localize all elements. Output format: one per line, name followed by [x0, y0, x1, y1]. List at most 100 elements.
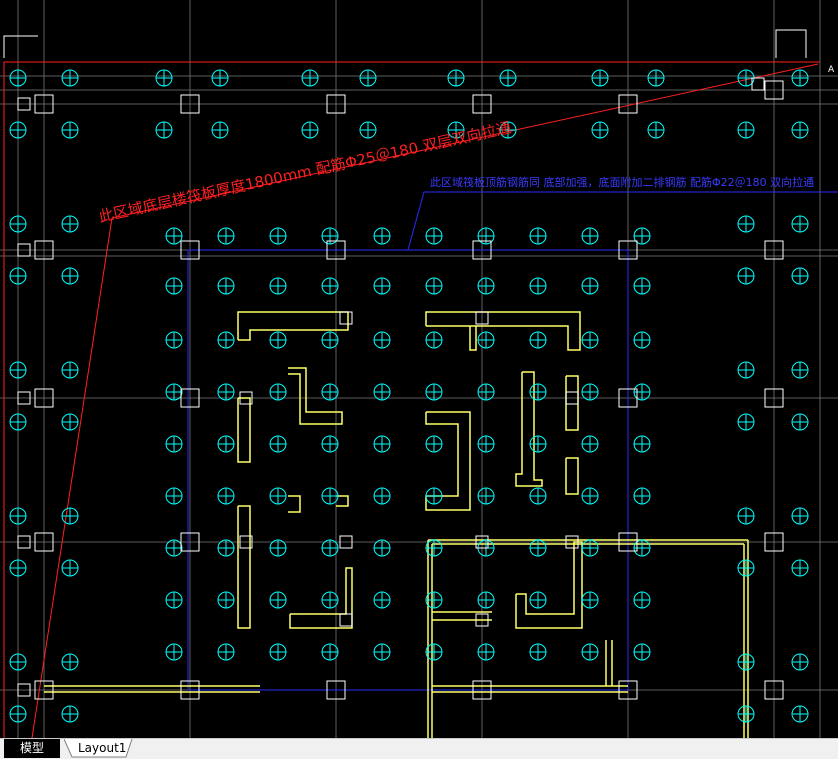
- column-square: [180, 532, 200, 552]
- pile-symbol: [477, 591, 495, 609]
- pile-symbol: [529, 383, 547, 401]
- cad-drawing[interactable]: 此区域底层楼筏板厚度1800mm 配筋Φ25＠180 双层双向拉通 此区域筏板顶…: [0, 0, 838, 738]
- pile-symbol: [633, 227, 651, 245]
- red-leader-line: [111, 63, 819, 219]
- column-square: [34, 532, 54, 552]
- pile-symbol: [581, 591, 599, 609]
- pile-symbol: [591, 121, 609, 139]
- pile-symbol: [269, 487, 287, 505]
- wall-outline: [515, 371, 543, 487]
- pile-symbol: [155, 69, 173, 87]
- column-square: [326, 240, 346, 260]
- pile-symbol: [217, 539, 235, 557]
- pile-symbol: [633, 435, 651, 453]
- pile-symbol: [269, 643, 287, 661]
- column-square: [239, 535, 253, 549]
- pile-symbol: [373, 227, 391, 245]
- pile-symbol: [499, 69, 517, 87]
- pile-symbol: [321, 487, 339, 505]
- column-square: [339, 535, 353, 549]
- pile-symbol: [581, 643, 599, 661]
- column-square: [17, 97, 31, 111]
- pile-symbol: [165, 591, 183, 609]
- pile-symbol: [425, 539, 443, 557]
- pile-symbol: [737, 121, 755, 139]
- pile-symbol: [321, 643, 339, 661]
- pile-symbol: [9, 413, 27, 431]
- pile-symbol: [165, 487, 183, 505]
- pile-symbol: [529, 539, 547, 557]
- pile-symbol: [321, 539, 339, 557]
- pile-symbol: [633, 487, 651, 505]
- pile-symbol: [269, 591, 287, 609]
- pile-symbol: [477, 383, 495, 401]
- column-square: [34, 240, 54, 260]
- pile-symbol: [477, 435, 495, 453]
- pile-symbol: [477, 331, 495, 349]
- pile-symbol: [529, 643, 547, 661]
- column-square: [180, 680, 200, 700]
- column-square: [326, 94, 346, 114]
- pile-symbol: [321, 383, 339, 401]
- tab-model[interactable]: 模型: [4, 739, 60, 758]
- pile-symbol: [211, 121, 229, 139]
- pile-symbol: [217, 643, 235, 661]
- pile-symbol: [61, 559, 79, 577]
- pile-symbol: [269, 331, 287, 349]
- wall-outline: [469, 326, 477, 351]
- pile-symbol: [791, 507, 809, 525]
- wall-outline: [425, 311, 581, 351]
- column-square: [34, 94, 54, 114]
- column-square: [17, 683, 31, 697]
- pile-symbol: [321, 435, 339, 453]
- column-square: [475, 535, 489, 549]
- column-square: [618, 94, 638, 114]
- pile-symbol: [269, 277, 287, 295]
- wall-outline: [565, 375, 579, 431]
- pile-symbol: [9, 361, 27, 379]
- wall-outline: [565, 457, 579, 495]
- column-square: [472, 680, 492, 700]
- pile-symbol: [165, 539, 183, 557]
- pile-symbol: [477, 277, 495, 295]
- pile-symbol: [217, 383, 235, 401]
- pile-symbol: [737, 705, 755, 723]
- pile-symbol: [737, 507, 755, 525]
- column-square: [180, 240, 200, 260]
- pile-symbol: [529, 487, 547, 505]
- tab-layout1-label: Layout1: [78, 741, 127, 755]
- pile-symbol: [447, 121, 465, 139]
- pile-symbol: [217, 487, 235, 505]
- dimension-mark-left: [3, 35, 38, 58]
- drawing-canvas[interactable]: 此区域底层楼筏板厚度1800mm 配筋Φ25＠180 双层双向拉通 此区域筏板顶…: [0, 0, 838, 738]
- column-square: [565, 535, 579, 549]
- wall-outline: [288, 367, 343, 425]
- pile-symbol: [9, 507, 27, 525]
- wall-outline: [425, 411, 471, 511]
- wall-outline: [237, 397, 251, 463]
- pile-symbol: [321, 331, 339, 349]
- pile-symbol: [737, 653, 755, 671]
- pile-symbol: [791, 361, 809, 379]
- column-square: [618, 240, 638, 260]
- column-square: [764, 532, 784, 552]
- pile-symbol: [9, 215, 27, 233]
- wall-outline: [336, 495, 349, 507]
- pile-symbol: [165, 383, 183, 401]
- pile-symbol: [737, 413, 755, 431]
- pile-symbol: [373, 435, 391, 453]
- column-square: [618, 532, 638, 552]
- pile-symbol: [633, 591, 651, 609]
- pile-symbol: [165, 227, 183, 245]
- pile-symbol: [633, 539, 651, 557]
- pile-symbol: [155, 121, 173, 139]
- pile-symbol: [477, 487, 495, 505]
- pile-symbol: [529, 331, 547, 349]
- pile-symbol: [373, 487, 391, 505]
- pile-symbol: [61, 267, 79, 285]
- tab-layout1[interactable]: Layout1: [64, 739, 133, 758]
- pile-symbol: [61, 121, 79, 139]
- column-square: [34, 388, 54, 408]
- pile-symbol: [737, 215, 755, 233]
- pile-symbol: [425, 435, 443, 453]
